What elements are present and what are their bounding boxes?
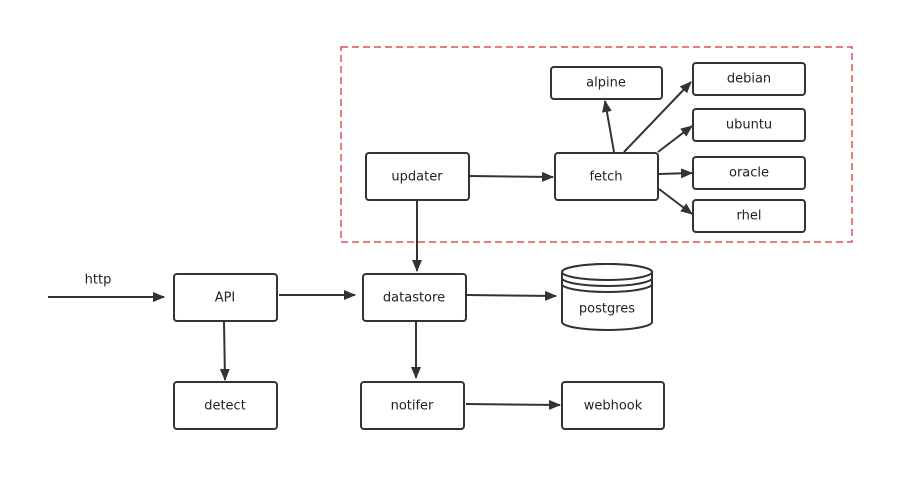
edge-fetch-rhel [658,188,693,215]
node-fetch-box [554,152,659,201]
node-updater[interactable]: updater [365,152,470,201]
node-alpine-box [550,66,663,100]
node-api[interactable]: API [173,273,278,322]
node-notifer-label: notifer [391,399,434,414]
node-datastore-box [362,273,467,322]
node-ubuntu[interactable]: ubuntu [692,108,806,142]
node-webhook[interactable]: webhook [561,381,665,430]
node-datastore-label: datastore [383,291,445,306]
node-detect-box [173,381,278,430]
edge-datastore-postgres [466,290,557,301]
edge-fetch-debian [623,81,692,153]
edge-notifer-webhook [465,399,561,410]
node-fetch-label: fetch [589,170,622,185]
node-postgres-label: postgres [579,302,635,317]
node-notifer-box [360,381,465,430]
node-ubuntu-label: ubuntu [726,118,772,133]
edge-fetch-alpine [601,100,615,153]
node-api-label: API [215,291,236,306]
postgres-cylinder-ring-2 [561,283,653,293]
postgres-cylinder-ring-1 [561,277,653,287]
node-debian-label: debian [727,72,771,87]
node-rhel-box [692,199,806,233]
node-debian-box [692,62,806,96]
node-fetch[interactable]: fetch [554,152,659,201]
edge-fetch-ubuntu [657,125,693,153]
node-updater-box [365,152,470,201]
node-notifer[interactable]: notifer [360,381,465,430]
node-detect-label: detect [204,399,246,414]
node-alpine-label: alpine [586,76,626,91]
node-oracle-box [692,156,806,190]
node-oracle-label: oracle [729,166,769,181]
edge-api-detect [219,321,230,381]
node-rhel-label: rhel [737,209,762,224]
node-api-box [173,273,278,322]
edges [48,81,693,410]
node-ubuntu-box [692,108,806,142]
node-rhel[interactable]: rhel [692,199,806,233]
node-oracle[interactable]: oracle [692,156,806,190]
node-webhook-box [561,381,665,430]
node-alpine[interactable]: alpine [550,66,663,100]
node-debian[interactable]: debian [692,62,806,96]
edge-updater-fetch [469,171,554,182]
postgres-cylinder-top [561,263,653,281]
http-label: http [85,273,112,288]
node-detect[interactable]: detect [173,381,278,430]
node-updater-label: updater [391,170,443,185]
edge-fetch-oracle [658,168,693,179]
updater-group-box [340,46,853,243]
node-postgres[interactable]: postgres [561,263,653,331]
node-datastore[interactable]: datastore [362,273,467,322]
node-webhook-label: webhook [584,399,643,414]
